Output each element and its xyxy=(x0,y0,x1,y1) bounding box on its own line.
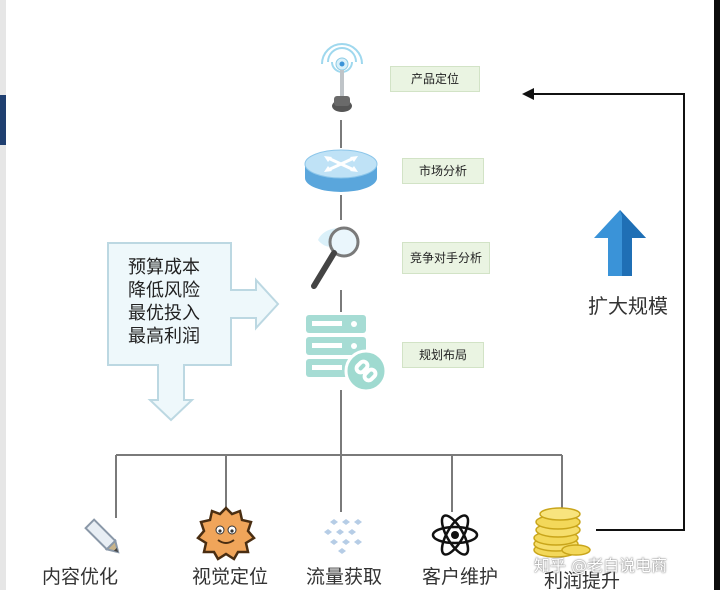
atom-icon xyxy=(431,514,479,556)
pencil-icon xyxy=(84,518,120,554)
bottom-label-content-optimization: 内容优化 xyxy=(42,566,119,588)
bottom-label-traffic-acquisition: 流量获取 xyxy=(306,566,383,588)
step-label-market-analysis: 市场分析 xyxy=(402,158,484,184)
diagram-canvas: 预算成本 降低风险 最优投入 最高利润 产品定位 市场分 xyxy=(6,0,714,590)
scale-up-label: 扩大规模 xyxy=(588,294,668,318)
bottom-label-visual-positioning: 视觉定位 xyxy=(192,566,269,588)
left-edge-accent xyxy=(0,95,6,145)
feedback-loop-arrow xyxy=(530,93,685,531)
connector-lines xyxy=(115,88,685,531)
callout-line: 预算成本 xyxy=(128,257,200,278)
callout-line: 最高利润 xyxy=(128,326,200,347)
up-arrow-icon xyxy=(594,210,646,276)
callout-line: 降低风险 xyxy=(128,280,200,301)
watermark: 知乎 @老白说电商 xyxy=(534,556,668,575)
step-label-positioning: 产品定位 xyxy=(390,66,480,92)
gear-character-icon xyxy=(196,506,256,561)
bottom-label-profit-increase: 利润提升 xyxy=(544,570,621,590)
callout-arrow-box xyxy=(107,242,280,422)
magnifier-icon xyxy=(311,226,360,289)
coins-icon xyxy=(533,507,591,558)
callout-text: 预算成本 降低风险 最优投入 最高利润 xyxy=(128,256,238,348)
server-link-icon xyxy=(306,315,388,393)
dots-grid-icon xyxy=(324,519,362,554)
bottom-label-customer-maintenance: 客户维护 xyxy=(422,566,499,588)
right-edge-strip xyxy=(714,0,720,590)
router-icon xyxy=(304,149,378,192)
callout-line: 最优投入 xyxy=(128,303,200,324)
step-label-competitor-analysis: 竞争对手分析 xyxy=(402,242,490,274)
left-edge-strip xyxy=(0,0,6,590)
step-label-layout-planning: 规划布局 xyxy=(402,342,484,368)
antenna-icon xyxy=(321,43,363,112)
